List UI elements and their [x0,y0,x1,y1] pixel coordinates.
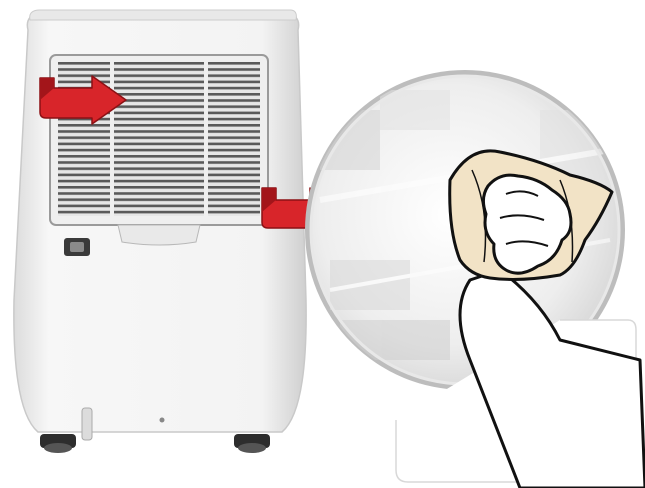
hose-outlet-icon [64,238,90,256]
air-filter-grille-icon [50,55,268,245]
wheel-icon [40,434,270,453]
dehumidifier-icon [14,10,306,453]
